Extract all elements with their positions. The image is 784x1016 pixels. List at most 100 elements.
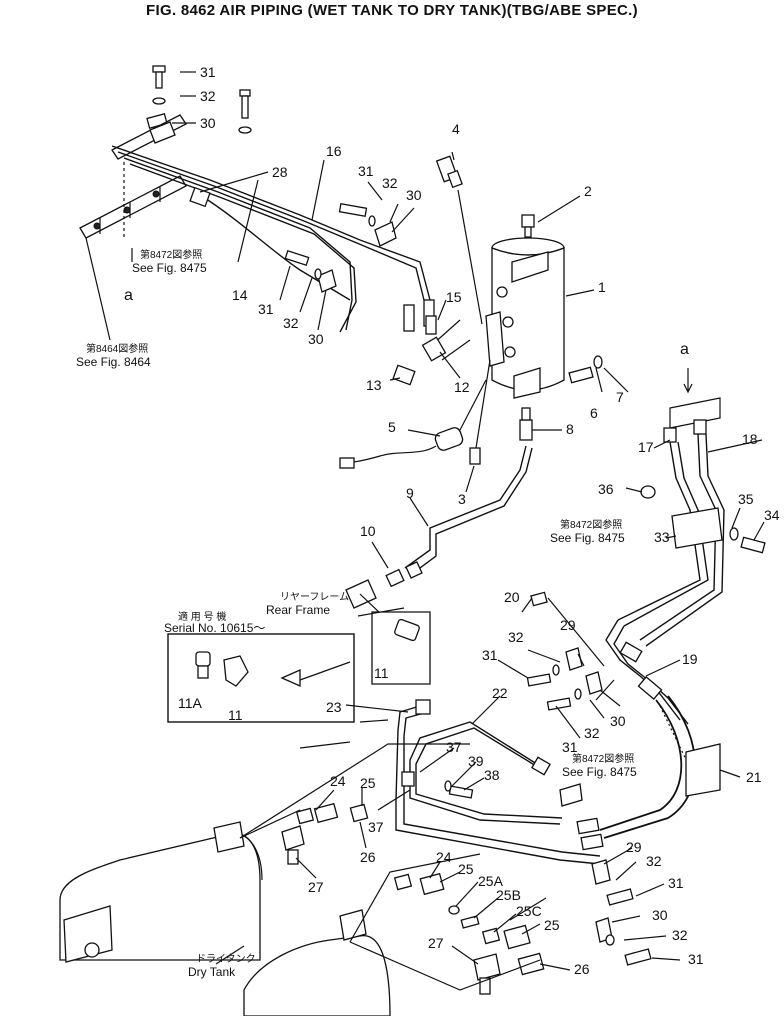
callout-20: 20 — [504, 589, 520, 605]
callout-32: 32 — [283, 315, 299, 331]
callout-32: 32 — [672, 927, 688, 943]
callout-31: 31 — [482, 647, 498, 663]
tank-fittings — [392, 311, 516, 386]
callout-16: 16 — [326, 143, 342, 159]
callout-15: 15 — [446, 289, 462, 305]
dry-tank-jp: ドライタンク — [196, 953, 256, 965]
callout-37: 37 — [446, 739, 462, 755]
label-a-left: a — [124, 287, 133, 304]
ref-jp-8472: 第8472図参照 — [140, 248, 202, 261]
callout-14: 14 — [232, 287, 248, 303]
callout-17: 17 — [638, 439, 654, 455]
callout-19: 19 — [682, 651, 698, 667]
hose-21 — [559, 695, 721, 851]
callout-31: 31 — [562, 739, 578, 755]
serial-jp: 適 用 号 機 — [178, 610, 226, 623]
callout-27: 27 — [308, 879, 324, 895]
ref-see-fig-8475-lower: See Fig. 8475 — [562, 765, 637, 779]
safety-valve — [431, 155, 483, 361]
pipes-22-23 — [359, 699, 601, 865]
callout-12: 12 — [454, 379, 470, 395]
callout-37: 37 — [368, 819, 384, 835]
callout-11: 11 — [374, 665, 389, 681]
pipe-9 — [385, 445, 533, 588]
callout-4: 4 — [452, 121, 460, 137]
callout-2: 2 — [584, 183, 592, 199]
callout-21: 21 — [746, 769, 762, 785]
callout-25C: 25C — [516, 903, 542, 919]
callout-32: 32 — [200, 88, 216, 104]
callout-26: 26 — [574, 961, 590, 977]
callout-22: 22 — [492, 685, 508, 701]
callout-30: 30 — [200, 115, 216, 131]
callout-31: 31 — [688, 951, 704, 967]
callout-31: 31 — [200, 64, 216, 80]
callout-11: 11 — [228, 707, 243, 723]
callout-35: 35 — [738, 491, 754, 507]
callout-30: 30 — [652, 907, 668, 923]
callout-31: 31 — [358, 163, 374, 179]
callout-28: 28 — [272, 164, 288, 180]
ref-jp-8464: 第8464図参照 — [86, 342, 148, 355]
callout-39: 39 — [468, 753, 484, 769]
bolts-6-7 — [568, 355, 603, 384]
callout-8: 8 — [566, 421, 574, 437]
callout-25: 25 — [458, 861, 474, 877]
callout-32: 32 — [584, 725, 600, 741]
callout-6: 6 — [590, 405, 598, 421]
callout-9: 9 — [406, 485, 414, 501]
serial-inset-box — [167, 633, 355, 723]
callout-11A: 11A — [178, 695, 203, 711]
callout-34: 34 — [764, 507, 780, 523]
callout-1: 1 — [598, 279, 606, 295]
rear-frame-label: Rear Frame — [266, 603, 330, 617]
callout-5: 5 — [388, 419, 396, 435]
callout-32: 32 — [646, 853, 662, 869]
callout-25A: 25A — [478, 873, 504, 889]
reference-notes: 第8472図参照 See Fig. 8475 第8464図参照 See Fig.… — [76, 248, 637, 979]
callout-25B: 25B — [496, 887, 521, 903]
right-hose-assembly — [605, 368, 766, 725]
callout-33: 33 — [654, 529, 670, 545]
callout-24: 24 — [436, 849, 452, 865]
callout-31: 31 — [668, 875, 684, 891]
callout-numbers: 31 32 30 28 16 31 32 30 4 2 1 14 31 32 3… — [124, 64, 780, 977]
dry-tank-fittings — [59, 743, 652, 1016]
rear-frame-jp: リヤーフレーム — [280, 591, 349, 603]
ref-jp-8472-right: 第8472図参照 — [560, 518, 622, 531]
label-a-right: a — [680, 341, 689, 358]
callout-18: 18 — [742, 431, 758, 447]
upper-bracket-assembly — [79, 65, 435, 341]
callout-24: 24 — [330, 773, 346, 789]
dry-tank-label: Dry Tank — [188, 965, 236, 979]
ref-see-fig-8475-right: See Fig. 8475 — [550, 531, 625, 545]
callout-26: 26 — [360, 849, 376, 865]
callout-7: 7 — [616, 389, 624, 405]
ref-see-fig-8475: See Fig. 8475 — [132, 261, 207, 275]
callout-32: 32 — [508, 629, 524, 645]
callout-30: 30 — [406, 187, 422, 203]
wet-tank — [491, 214, 565, 441]
figure-title: FIG. 8462 AIR PIPING (WET TANK TO DRY TA… — [146, 2, 638, 19]
callout-38: 38 — [484, 767, 500, 783]
ref-jp-8472-lower: 第8472図参照 — [572, 752, 634, 765]
callout-32: 32 — [382, 175, 398, 191]
callout-3: 3 — [458, 491, 466, 507]
callout-29: 29 — [560, 617, 576, 633]
callout-30: 30 — [610, 713, 626, 729]
callout-31: 31 — [258, 301, 274, 317]
callout-30: 30 — [308, 331, 324, 347]
callout-10: 10 — [360, 523, 376, 539]
leader-lines — [172, 71, 765, 971]
ref-see-fig-8464: See Fig. 8464 — [76, 355, 151, 369]
callout-25: 25 — [544, 917, 560, 933]
callout-27: 27 — [428, 935, 444, 951]
callout-23: 23 — [326, 699, 342, 715]
callout-25: 25 — [360, 775, 376, 791]
callout-13: 13 — [366, 377, 382, 393]
serial-label: Serial No. 10615～ — [164, 621, 265, 635]
callout-29: 29 — [626, 839, 642, 855]
pressure-switch — [339, 359, 491, 469]
